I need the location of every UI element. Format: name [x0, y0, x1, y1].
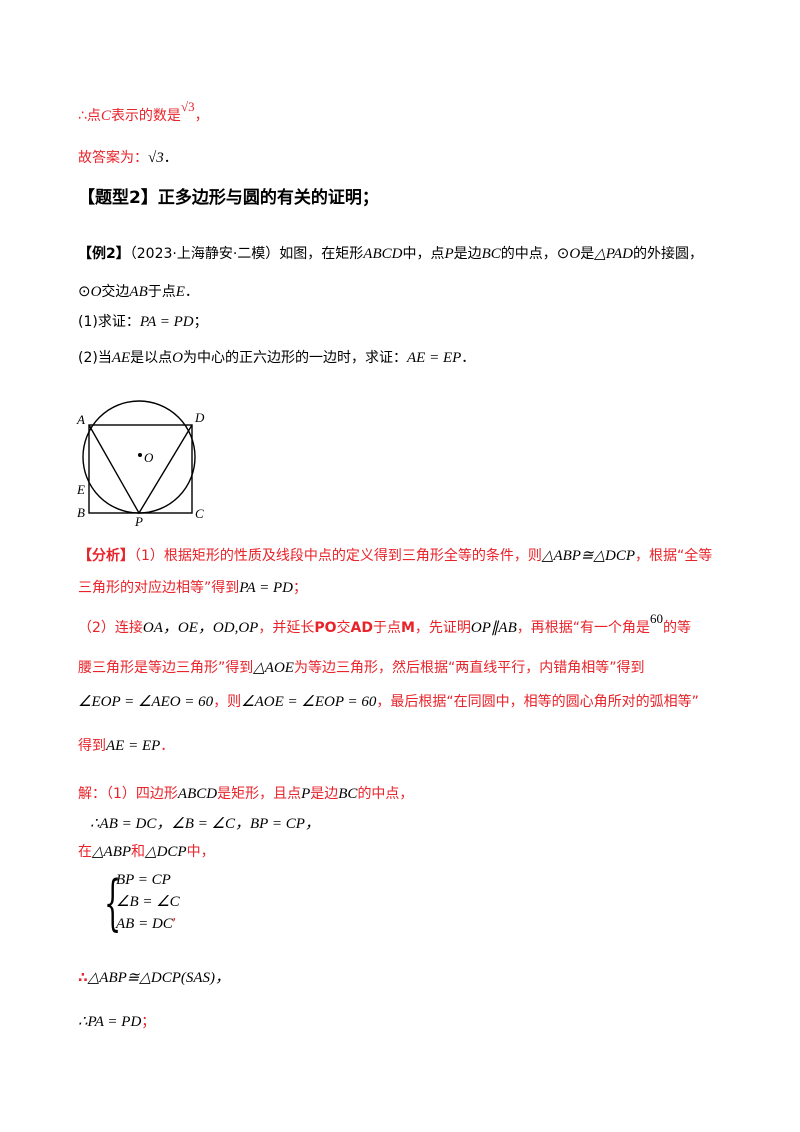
analysis-line-6: 得到AE = EP． [78, 738, 175, 754]
answer-line-2: 故答案为：√3． [78, 150, 178, 166]
label-B: B [77, 505, 85, 520]
analysis-line-3: （2）连接OA，OE，OD,OP，并延长PO交AD于点M，先证明OP∥AB，再根… [78, 611, 691, 636]
analysis-line-5: ∠EOP = ∠AEO = 60，则∠AOE = ∠EOP = 60，最后根据“… [78, 694, 699, 710]
system-eq-2: ∠B = ∠C [116, 894, 180, 910]
label-A: A [76, 412, 85, 427]
system-eq-1: BP = CP [116, 872, 171, 888]
analysis-line-1: 【分析】（1）根据矩形的性质及线段中点的定义得到三角形全等的条件，则△ABP≅△… [78, 548, 713, 564]
label-D: D [194, 410, 205, 425]
solution-line-3: 在△ABP和△DCP中， [78, 844, 215, 860]
solution-line-1: 解：（1）四边形ABCD是矩形，且点P是边BC的中点， [78, 786, 414, 802]
analysis-line-2: 三角形的对应边相等”得到PA = PD； [78, 580, 308, 596]
example-statement-2: ⊙O交边AB于点E． [78, 284, 199, 300]
label-P: P [134, 514, 143, 529]
label-C: C [195, 506, 204, 521]
label-E: E [76, 482, 85, 497]
solution-line-5: ∴PA = PD； [78, 1014, 156, 1030]
geometry-figure: A D O E B P C [76, 400, 205, 529]
solution-line-4: ∴△ABP≅△DCP(SAS)， [78, 970, 231, 986]
system-brace: { [104, 868, 122, 938]
analysis-line-4: 腰三角形是等边三角形”得到△AOE为等边三角形，然后根据“两直线平行，内错角相等… [78, 660, 645, 676]
label-O: O [144, 450, 154, 465]
solution-line-2: ∴AB = DC，∠B = ∠C，BP = CP， [90, 816, 320, 832]
section-heading: 【题型2】正多边形与圆的有关的证明； [78, 188, 379, 208]
question-2: (2)当AE是以点O为中心的正六边形的一边时，求证：AE = EP． [78, 350, 476, 366]
system-eq-3: AB = DC [116, 916, 173, 932]
answer-line-1: ∴点C表示的数是√3， [78, 99, 209, 124]
question-1: (1)求证：PA = PD； [78, 314, 208, 330]
system-comma: , [172, 908, 177, 924]
example-statement: 【例2】（2023·上海静安·二模）如图，在矩形ABCD中，点P是边BC的中点，… [78, 246, 703, 262]
